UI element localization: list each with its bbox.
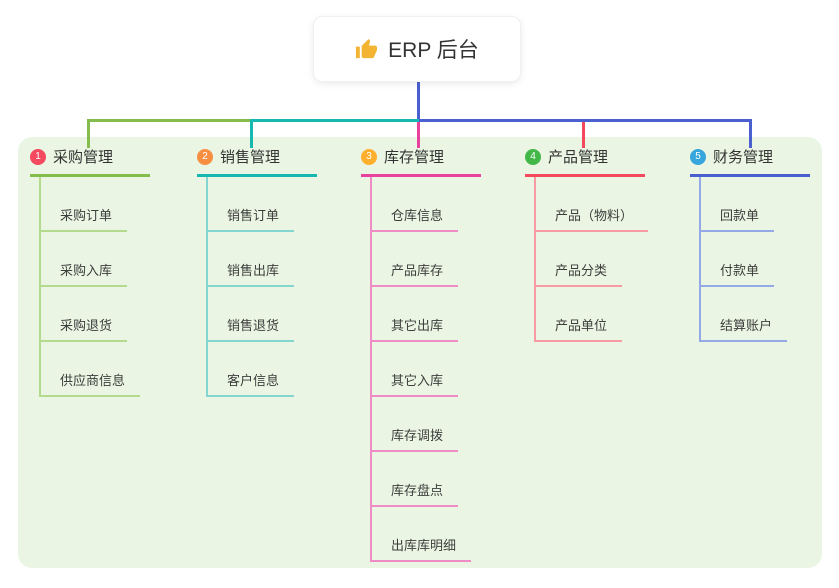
child-node[interactable]: 销售订单 bbox=[208, 177, 295, 232]
child-node[interactable]: 采购入库 bbox=[41, 232, 128, 287]
branch-purchase-header[interactable]: 1 采购管理 bbox=[30, 146, 150, 177]
branch-title: 产品管理 bbox=[548, 149, 609, 166]
branch-number-badge: 3 bbox=[361, 148, 377, 165]
trunk-segment-purchase bbox=[87, 119, 250, 122]
child-node[interactable]: 结算账户 bbox=[701, 287, 788, 342]
child-node[interactable]: 仓库信息 bbox=[372, 177, 459, 232]
child-node[interactable]: 产品（物料） bbox=[536, 177, 649, 232]
child-node[interactable]: 产品库存 bbox=[372, 232, 459, 287]
child-node[interactable]: 销售出库 bbox=[208, 232, 295, 287]
branch-product: 4 产品管理 产品（物料） 产品分类 产品单位 bbox=[525, 146, 649, 342]
branch-inventory-children: 仓库信息 产品库存 其它出库 其它入库 库存调拨 库存盘点 出库库明细 bbox=[370, 177, 481, 562]
branch-number-badge: 5 bbox=[690, 148, 706, 165]
branches-background-panel bbox=[18, 137, 822, 568]
root-stem-connector bbox=[417, 81, 420, 121]
branch-purchase-children: 采购订单 采购入库 采购退货 供应商信息 bbox=[39, 177, 150, 397]
branch-finance-children: 回款单 付款单 结算账户 bbox=[699, 177, 810, 342]
branch-finance-header[interactable]: 5 财务管理 bbox=[690, 146, 810, 177]
child-node[interactable]: 采购订单 bbox=[41, 177, 128, 232]
drop-connector-inventory bbox=[417, 122, 420, 148]
child-node[interactable]: 付款单 bbox=[701, 232, 775, 287]
child-node[interactable]: 产品分类 bbox=[536, 232, 623, 287]
branch-inventory: 3 库存管理 仓库信息 产品库存 其它出库 其它入库 库存调拨 库存盘点 出库库… bbox=[361, 146, 481, 562]
child-node[interactable]: 供应商信息 bbox=[41, 342, 141, 397]
branch-sales-header[interactable]: 2 销售管理 bbox=[197, 146, 317, 177]
drop-connector-product bbox=[582, 122, 585, 148]
root-title: ERP 后台 bbox=[388, 39, 479, 62]
child-node[interactable]: 库存盘点 bbox=[372, 452, 459, 507]
branch-sales-children: 销售订单 销售出库 销售退货 客户信息 bbox=[206, 177, 317, 397]
branch-product-header[interactable]: 4 产品管理 bbox=[525, 146, 645, 177]
branch-title: 库存管理 bbox=[384, 149, 445, 166]
branch-number-badge: 2 bbox=[197, 148, 213, 165]
branch-product-children: 产品（物料） 产品分类 产品单位 bbox=[534, 177, 649, 342]
branch-sales: 2 销售管理 销售订单 销售出库 销售退货 客户信息 bbox=[197, 146, 317, 397]
root-node[interactable]: ERP 后台 bbox=[314, 17, 520, 81]
trunk-segment-right bbox=[419, 119, 752, 122]
branch-number-badge: 1 bbox=[30, 148, 46, 165]
trunk-segment-sales bbox=[250, 119, 419, 122]
drop-connector-sales bbox=[250, 122, 253, 148]
branch-finance: 5 财务管理 回款单 付款单 结算账户 bbox=[690, 146, 810, 342]
branch-purchase: 1 采购管理 采购订单 采购入库 采购退货 供应商信息 bbox=[30, 146, 150, 397]
branch-title: 财务管理 bbox=[713, 149, 774, 166]
child-node[interactable]: 产品单位 bbox=[536, 287, 623, 342]
branch-number-badge: 4 bbox=[525, 148, 541, 165]
child-node[interactable]: 客户信息 bbox=[208, 342, 295, 397]
child-node[interactable]: 回款单 bbox=[701, 177, 775, 232]
child-node[interactable]: 出库库明细 bbox=[372, 507, 472, 562]
drop-connector-purchase bbox=[87, 122, 90, 148]
thumbs-up-icon bbox=[356, 38, 378, 58]
drop-connector-finance bbox=[749, 122, 752, 148]
branch-inventory-header[interactable]: 3 库存管理 bbox=[361, 146, 481, 177]
branch-title: 采购管理 bbox=[53, 149, 114, 166]
child-node[interactable]: 其它入库 bbox=[372, 342, 459, 397]
child-node[interactable]: 其它出库 bbox=[372, 287, 459, 342]
branch-title: 销售管理 bbox=[220, 149, 281, 166]
child-node[interactable]: 销售退货 bbox=[208, 287, 295, 342]
child-node[interactable]: 库存调拨 bbox=[372, 397, 459, 452]
child-node[interactable]: 采购退货 bbox=[41, 287, 128, 342]
